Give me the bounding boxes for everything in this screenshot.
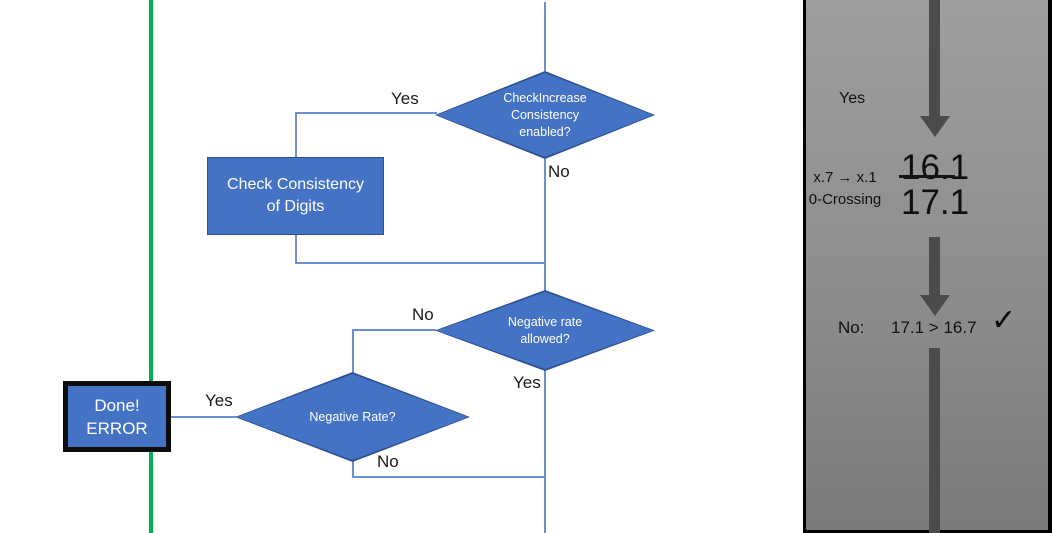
down-arrow-shaft <box>929 237 940 296</box>
connector-line <box>544 157 546 291</box>
decision-text-line: Consistency <box>510 107 580 122</box>
connector-line <box>295 262 546 264</box>
value-stack: 16.1 17.1 <box>901 150 969 220</box>
connector-line <box>352 329 436 331</box>
down-arrow-head-icon <box>920 295 950 316</box>
connector-line <box>544 2 546 71</box>
process-text-line: Check Consistency <box>227 176 364 193</box>
decision-negative-rate-allowed-text: Negative rate allowed? <box>437 292 653 369</box>
connector-line <box>352 476 546 478</box>
panel-result-label: No: <box>838 318 865 337</box>
strikethrough-line <box>899 175 955 178</box>
process-text-line: of Digits <box>266 198 325 215</box>
branch-label-yes: Yes <box>205 391 233 410</box>
new-value: 17.1 <box>901 183 970 222</box>
process-check-consistency-of-digits: Check Consistency of Digits <box>207 157 384 235</box>
transition-caption-text: 0-Crossing <box>808 191 882 208</box>
terminator-text-line: ERROR <box>86 418 148 438</box>
connector-line <box>295 112 437 114</box>
branch-label-no: No <box>377 452 399 471</box>
decision-text-line: Negative rate <box>507 314 583 329</box>
branch-label-yes: Yes <box>513 373 541 392</box>
checkmark-icon: ✓ <box>991 303 1017 338</box>
decision-text-line: allowed? <box>520 331 570 346</box>
green-guide-line <box>149 0 153 533</box>
panel-yes-label: Yes <box>839 90 866 107</box>
branch-label-yes: Yes <box>391 89 419 108</box>
connector-line <box>544 369 546 533</box>
decision-negative-rate: Negative Rate? <box>235 372 470 462</box>
down-arrow-shaft <box>929 348 940 533</box>
branch-label-no: No <box>548 162 570 181</box>
decision-checkincrease-consistency-text: CheckIncrease Consistency enabled? <box>437 73 653 157</box>
down-arrow-shaft <box>929 0 940 117</box>
decision-text-line: CheckIncrease <box>503 90 587 105</box>
decision-checkincrease-consistency: CheckIncrease Consistency enabled? <box>435 71 655 159</box>
branch-label-no: No <box>412 305 434 324</box>
transition-text: x.7 → x.1 <box>813 169 877 186</box>
decision-negative-rate-text: Negative Rate? <box>237 374 468 460</box>
decision-text-line: Negative Rate? <box>309 409 396 424</box>
comparison-text: 17.1 > 16.7 <box>891 318 977 337</box>
annotation-panel <box>803 0 1052 533</box>
decision-negative-rate-allowed: Negative rate allowed? <box>435 290 655 371</box>
connector-line <box>295 112 297 158</box>
down-arrow-head-icon <box>920 116 950 137</box>
connector-line <box>295 234 297 264</box>
old-value: 16.1 <box>901 148 970 187</box>
connector-line <box>171 416 236 418</box>
terminator-done-error: Done! ERROR <box>63 381 171 452</box>
decision-text-line: enabled? <box>519 124 571 139</box>
zero-crossing-caption: x.7 → x.1 0-Crossing <box>796 167 894 211</box>
terminator-text-line: Done! <box>94 395 140 415</box>
connector-line <box>352 329 354 373</box>
connector-line <box>352 461 354 478</box>
